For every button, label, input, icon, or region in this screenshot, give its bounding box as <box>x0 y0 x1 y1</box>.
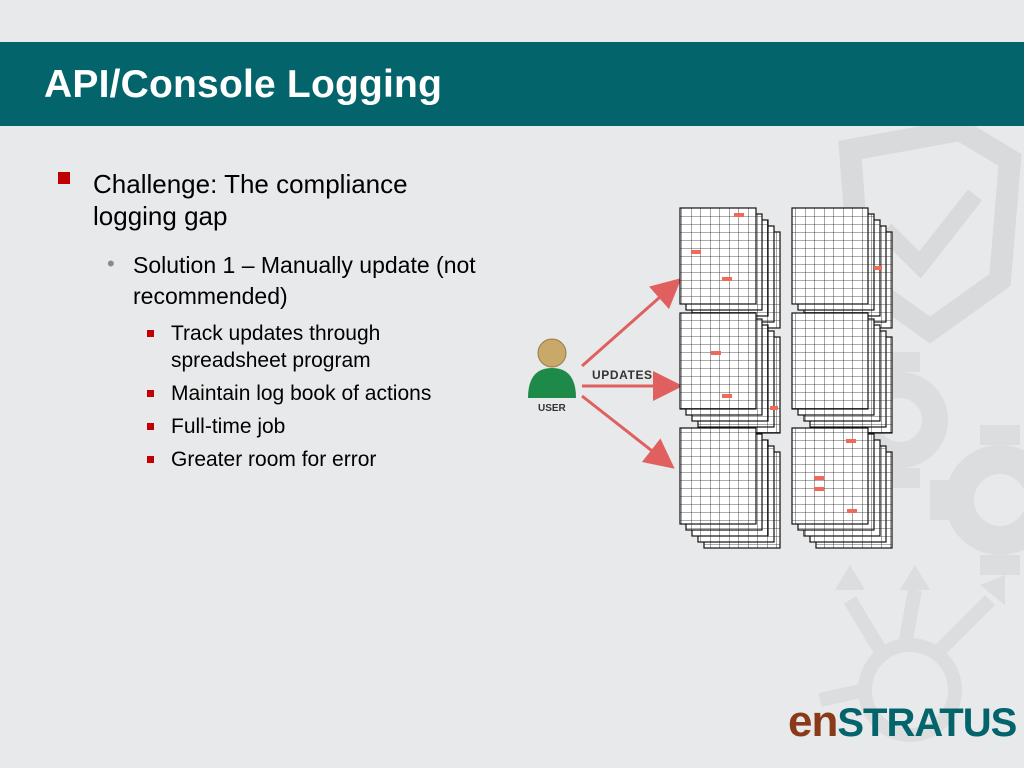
spreadsheet-icon <box>791 312 893 434</box>
bullet-level3-item: Full-time job <box>171 415 286 438</box>
bullet-marker-level3 <box>147 330 154 337</box>
spreadsheet-icon <box>791 427 893 549</box>
bullet-marker-level1 <box>58 172 70 184</box>
enstratus-logo: enSTRATUS <box>788 697 1017 746</box>
spreadsheet-icon <box>679 427 781 549</box>
bullet-level2: Solution 1 – Manually update (not recomm… <box>133 252 476 309</box>
bullet-marker-level3 <box>147 456 154 463</box>
spreadsheet-icon <box>679 207 781 329</box>
bullet-marker-level3 <box>147 390 154 397</box>
bullet-marker-level2: • <box>107 251 115 276</box>
updates-diagram: USER UPDATES <box>528 207 893 549</box>
bullet-level1: Challenge: The compliance logging gap <box>93 169 408 231</box>
logo-part-en: en <box>788 697 838 746</box>
spreadsheet-icon <box>679 312 781 434</box>
user-icon <box>528 338 576 398</box>
slide-title: API/Console Logging <box>44 63 443 106</box>
bullet-level3-item: Maintain log book of actions <box>171 382 432 405</box>
arrow-heads <box>835 565 1005 605</box>
bullet-level3-item: Track updates through spreadsheet progra… <box>171 322 381 372</box>
updates-label: UPDATES <box>592 368 653 382</box>
bullet-level3-item: Greater room for error <box>171 448 377 471</box>
bullet-marker-level3 <box>147 423 154 430</box>
logo-part-stratus: STRATUS <box>837 701 1017 745</box>
user-label: USER <box>538 403 567 414</box>
spreadsheet-icon <box>791 207 893 329</box>
update-arrows <box>581 278 683 469</box>
title-bar <box>0 42 1024 126</box>
spreadsheet-stacks <box>679 207 893 549</box>
